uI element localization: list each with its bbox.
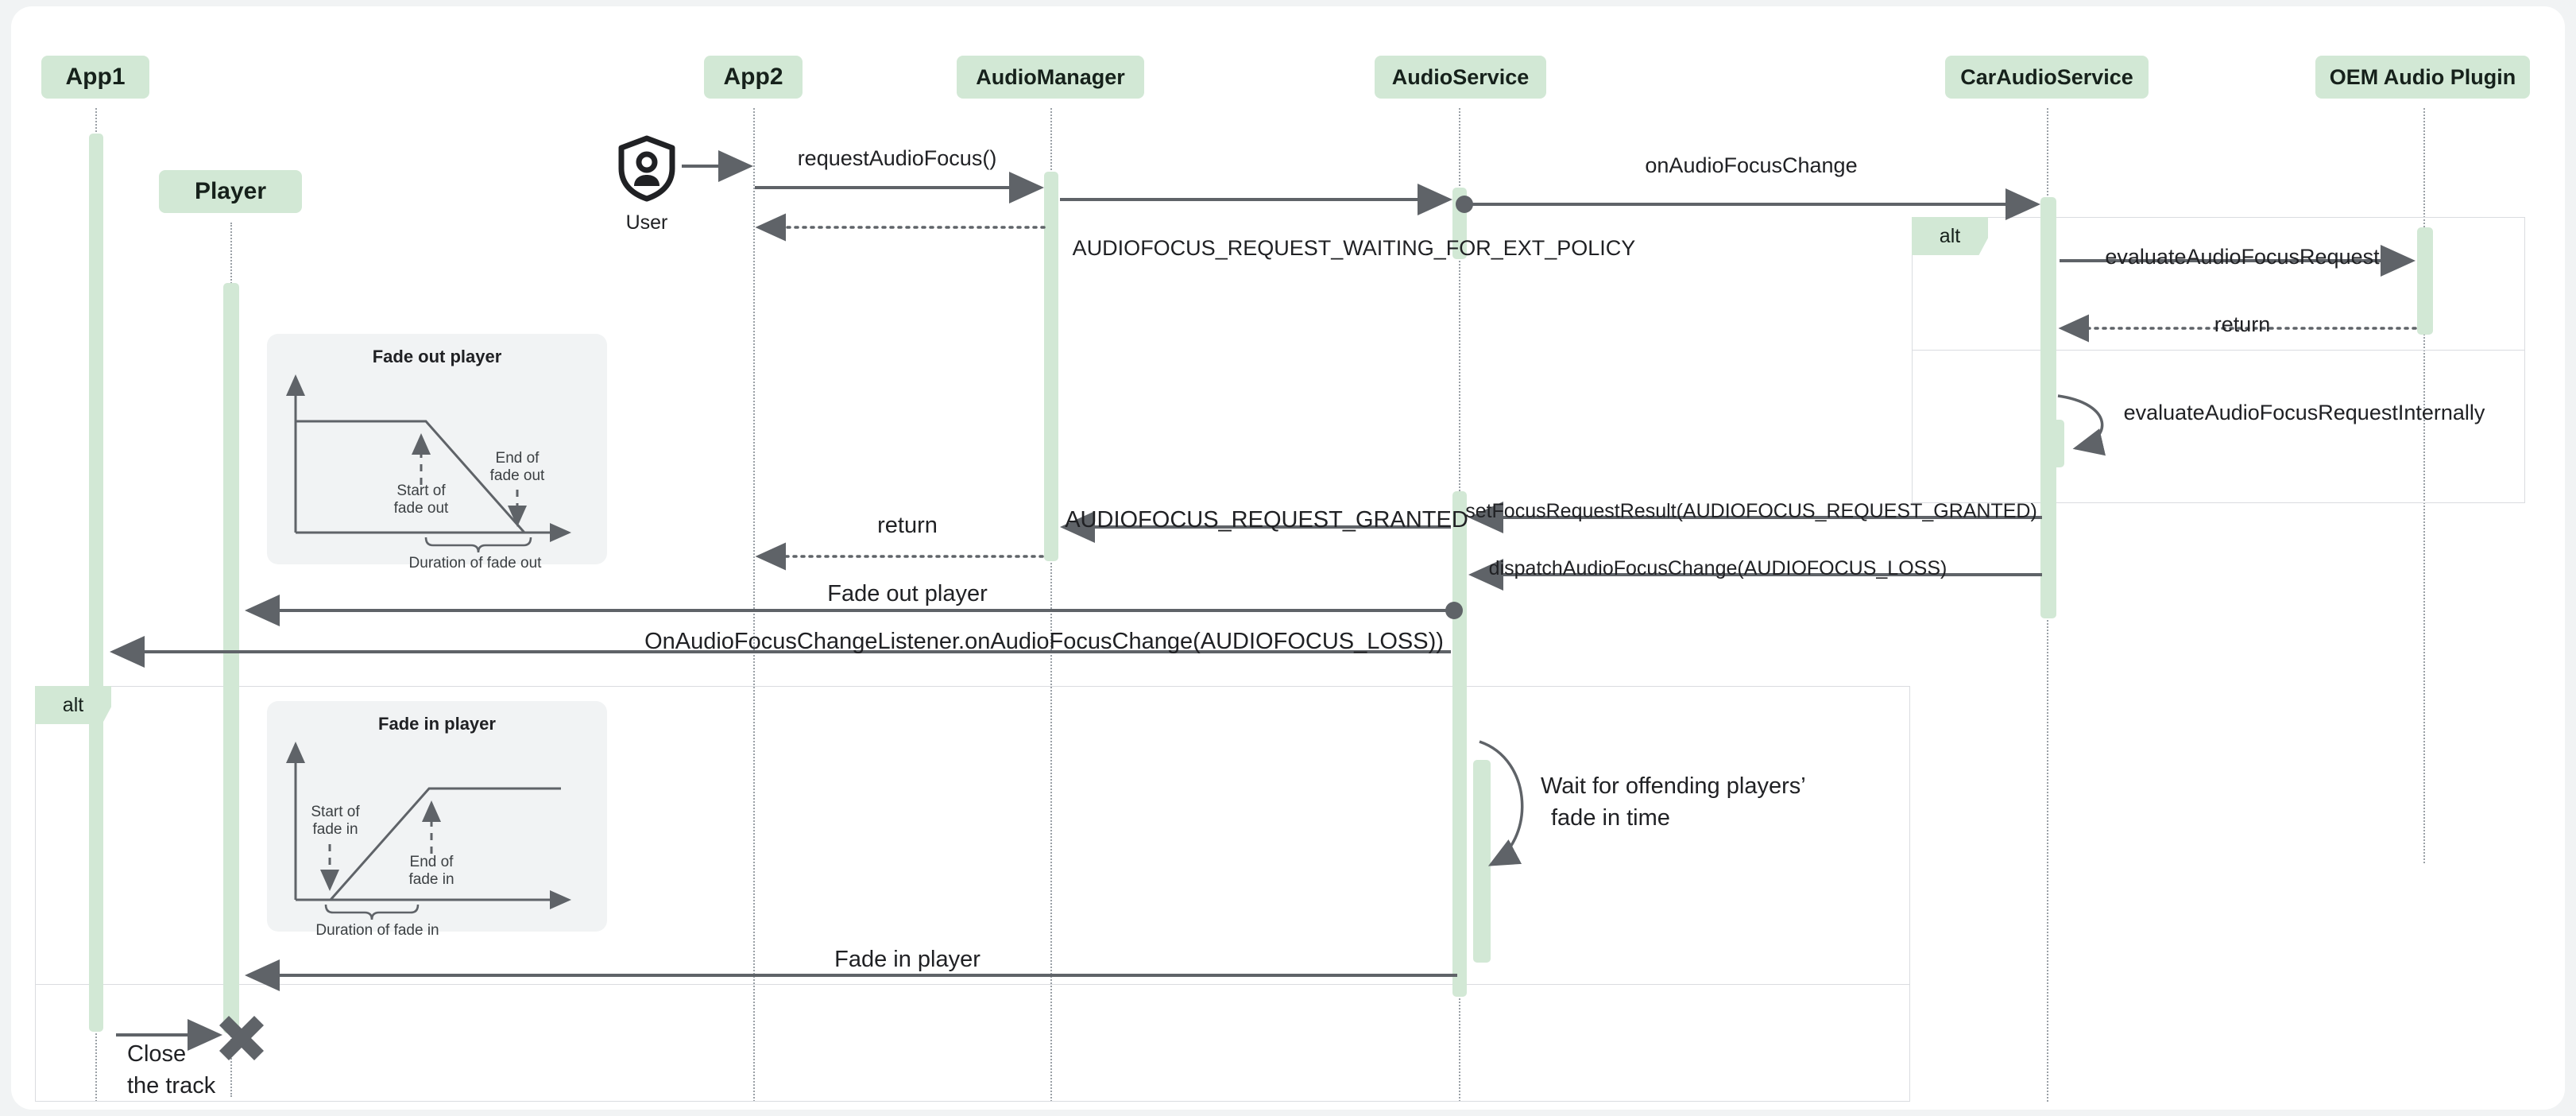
activation-caraudioservice (2040, 197, 2056, 618)
diagram-canvas: alt alt App1 Player App2 AudioManager Au… (11, 6, 2565, 1110)
svg-text:End of: End of (410, 854, 454, 870)
activation-audioservice-4 (1473, 760, 1491, 963)
participant-oemaudioplugin-label: OEM Audio Plugin (2329, 64, 2516, 89)
participant-player[interactable]: Player (159, 170, 302, 213)
lifeline-audiomanager (1050, 108, 1052, 1102)
label-setfocusrequestresult: setFocusRequestResult(AUDIOFOCUS_REQUEST… (1465, 500, 2037, 522)
label-fade-out-player: Fade out player (827, 581, 988, 606)
activation-app1 (89, 134, 103, 1032)
fragment-alt-right (1912, 217, 2525, 503)
participant-caraudioservice[interactable]: CarAudioService (1945, 56, 2149, 99)
label-evaluate-internally: evaluateAudioFocusRequestInternally (2123, 401, 2485, 424)
actor-user[interactable] (615, 135, 679, 202)
label-dispatchaudiofocuschange: dispatchAudioFocusChange(AUDIOFOCUS_LOSS… (1488, 557, 1947, 579)
actor-user-label: User (625, 211, 668, 234)
participant-audiomanager[interactable]: AudioManager (957, 56, 1144, 99)
label-listener-focus-loss: OnAudioFocusChangeListener.onAudioFocusC… (644, 629, 1444, 654)
svg-text:Start of: Start of (311, 804, 360, 820)
participant-audioservice[interactable]: AudioService (1375, 56, 1546, 99)
activation-audioservice-3 (1452, 552, 1467, 997)
arrow-evaluate-internally-self (2057, 394, 2106, 456)
svg-text:Start of: Start of (396, 482, 446, 499)
participant-app1[interactable]: App1 (41, 56, 149, 99)
label-close-track-line2: the track (127, 1073, 216, 1099)
label-audiomanager-return: return (877, 513, 938, 538)
chart-fade-out-player: Start of fade out End of fade out Durati… (286, 374, 571, 572)
label-fade-in-player: Fade in player (834, 947, 981, 972)
svg-text:fade in: fade in (408, 871, 454, 888)
participant-oemaudioplugin[interactable]: OEM Audio Plugin (2315, 56, 2530, 99)
activation-oemaudioplugin (2417, 227, 2433, 335)
activation-audioservice-2 (1452, 491, 1467, 560)
participant-caraudioservice-label: CarAudioService (1960, 64, 2133, 89)
lifeline-app2 (753, 108, 755, 1102)
participant-audiomanager-label: AudioManager (976, 64, 1125, 89)
activation-player (223, 283, 239, 1033)
lifeline-oemaudioplugin (2423, 108, 2425, 863)
participant-audioservice-label: AudioService (1391, 64, 1530, 89)
user-shield-icon (618, 135, 675, 202)
label-evaluateaudiofocusrequest: evaluateAudioFocusRequest (2105, 245, 2380, 269)
label-oem-return: return (2214, 312, 2271, 336)
fragment-alt-right-divider (1912, 350, 2525, 351)
participant-player-label: Player (194, 178, 267, 204)
participant-app2[interactable]: App2 (704, 56, 803, 99)
destroy-x-icon (219, 1015, 265, 1061)
label-request-granted: AUDIOFOCUS_REQUEST_GRANTED (1065, 507, 1468, 533)
label-waiting-for-ext-policy: AUDIOFOCUS_REQUEST_WAITING_FOR_EXT_POLIC… (1072, 236, 1636, 260)
note-fade-in-title: Fade in player (378, 714, 496, 734)
arrows-layer (110, 150, 2417, 1061)
label-close-track-line1: Close (127, 1041, 187, 1067)
note-fade-out-title: Fade out player (372, 347, 502, 366)
participant-app1-label: App1 (65, 64, 126, 90)
label-wait-fade-in-line2: fade in time (1551, 805, 1670, 831)
activation-caraudioservice-self (2050, 420, 2064, 467)
svg-text:fade out: fade out (394, 500, 449, 517)
fragment-alt-left (35, 686, 1910, 1102)
label-onaudiofocuschange: onAudioFocusChange (1645, 153, 1858, 177)
svg-text:End of: End of (496, 450, 540, 467)
arrow-wait-fade-in-self (1479, 740, 1524, 866)
svg-text:Duration of fade in: Duration of fade in (315, 922, 439, 939)
activation-audiomanager (1044, 172, 1058, 561)
fragment-alt-right-label[interactable]: alt (1912, 217, 1988, 255)
fragment-alt-left-divider (35, 984, 1910, 985)
svg-text:fade in: fade in (312, 821, 358, 838)
svg-text:fade out: fade out (490, 467, 545, 484)
svg-text:Duration of fade out: Duration of fade out (409, 555, 543, 572)
label-wait-fade-in-line1: Wait for offending players’ (1541, 773, 1806, 799)
chart-fade-in-player: Start of fade in End of fade in Duration… (286, 742, 571, 939)
participant-app2-label: App2 (723, 64, 783, 90)
label-requestaudiofocus: requestAudioFocus() (797, 146, 997, 170)
